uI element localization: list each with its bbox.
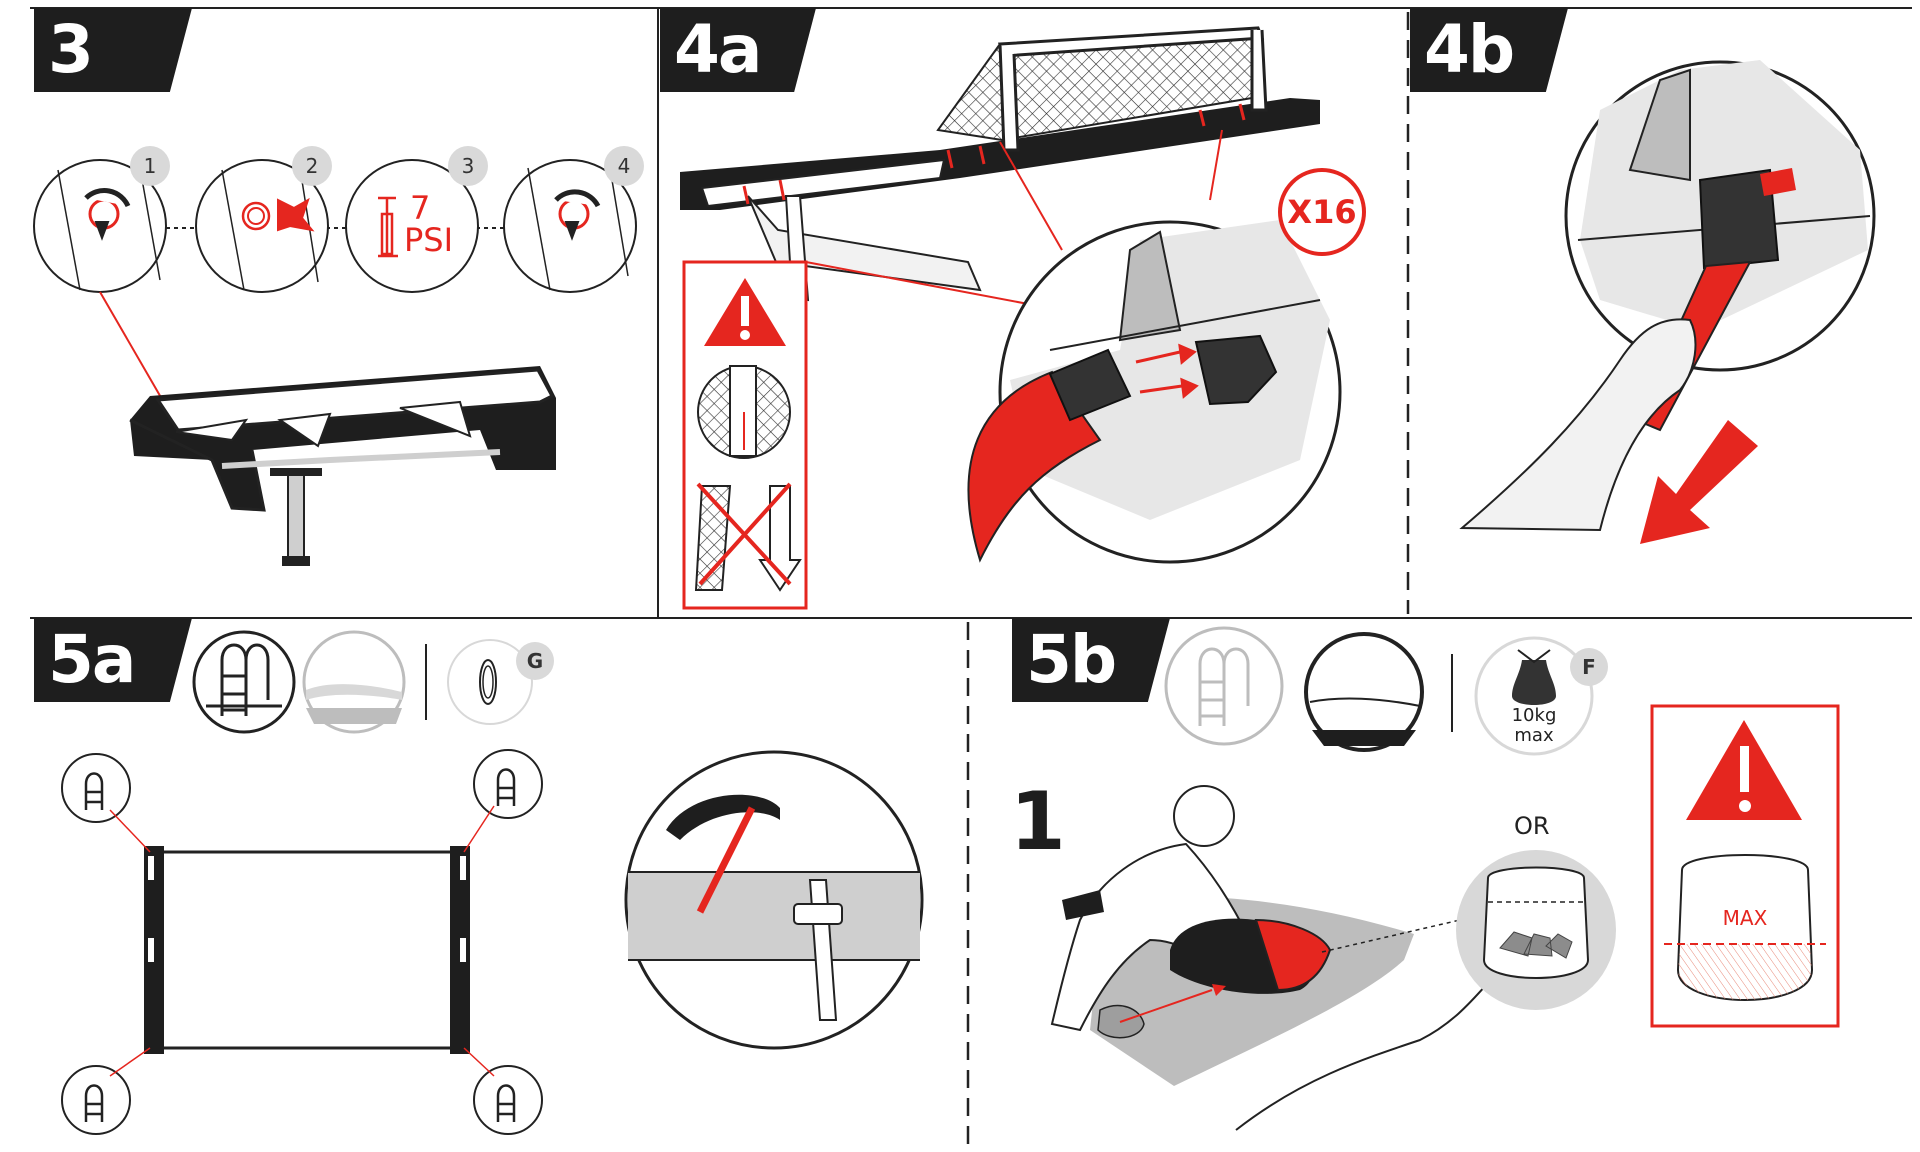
pool-ladder-icon: [192, 630, 296, 734]
rope-icon: [447, 639, 533, 725]
step5b-warning-box: [1650, 704, 1840, 1028]
step4a-warning-box: [682, 260, 808, 610]
sub-step-number: 1: [1010, 775, 1066, 868]
sub-step-badge: 3: [448, 146, 488, 186]
step-4b-tab: 4b: [1410, 8, 1568, 92]
buckle-quantity: X16: [1287, 193, 1357, 231]
step-5b-tab: 5b: [1012, 618, 1170, 702]
part-letter-badge: G: [516, 642, 554, 680]
pressure-value: 7: [410, 189, 431, 227]
sub-step-badge: 4: [604, 146, 644, 186]
step4a-goal-assembly: [680, 26, 1320, 311]
step-4a-tab: 4a: [660, 8, 816, 92]
step-5a-tab: 5a: [34, 618, 192, 702]
pressure-unit: PSI: [404, 221, 454, 259]
step5b-icons: [1164, 626, 1594, 756]
step3-inflatable-frame: [129, 366, 556, 566]
valve-open-icon: [33, 159, 167, 293]
part-letter-badge: F: [1570, 648, 1608, 686]
dashed-dividers: [966, 12, 1410, 1150]
step4b-hand: [1459, 318, 1697, 532]
bag-limit: max: [1514, 725, 1554, 746]
sub-step-badge: 2: [292, 146, 332, 186]
step3-valve-sequence: [33, 159, 637, 459]
step5a-tie-zoom: [624, 750, 924, 1050]
step5a-pool-layout: [61, 749, 543, 1135]
panel-borders: [30, 7, 1912, 619]
pull-arrow-icon: [1640, 420, 1758, 544]
pump-icon: [345, 159, 479, 293]
step-3-tab: 3: [34, 8, 192, 92]
valve-insert-icon: [195, 159, 329, 293]
or-label: OR: [1514, 812, 1550, 840]
step4a-buckle-zoom: [967, 168, 1366, 564]
step5b-bag-with-stones: [1456, 850, 1616, 1010]
lake-icon: [1304, 632, 1424, 752]
bag-weight: 10kg: [1511, 705, 1557, 726]
step5a-icons: [192, 630, 533, 734]
fill-limit-label: MAX: [1722, 906, 1768, 930]
lake-icon: [302, 630, 406, 734]
step5b-person-filling-bag: [1050, 785, 1501, 1131]
valve-close-icon: [503, 159, 637, 293]
step4b-strap-zoom: [1564, 60, 1876, 432]
sub-step-badge: 1: [130, 146, 170, 186]
